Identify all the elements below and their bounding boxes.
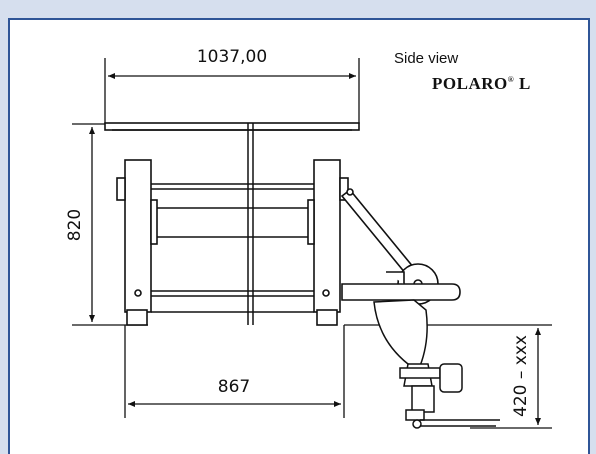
right-frame-post — [313, 159, 341, 313]
operating-column — [373, 299, 500, 429]
lever-mount — [386, 271, 405, 284]
left-bracket — [116, 177, 126, 201]
strut-pin — [346, 188, 354, 196]
column-base — [411, 385, 435, 413]
base-width-label: 867 — [218, 377, 250, 397]
product-name: POLARO® L — [432, 74, 531, 94]
left-frame-post — [124, 159, 152, 313]
left-wheel-bolt — [134, 289, 142, 297]
handle-height-label: 420 – xxx — [511, 335, 531, 417]
view-caption: Side view — [394, 50, 459, 67]
handle-lever — [341, 283, 461, 301]
machine-body — [104, 122, 360, 326]
column-foot — [405, 409, 425, 421]
right-foot — [316, 309, 338, 326]
tilt-strut — [340, 188, 416, 276]
right-wheel-bolt — [322, 289, 330, 297]
brand-suffix: L — [518, 74, 531, 93]
right-hub — [307, 199, 315, 245]
top-width-label: 1037,00 — [197, 47, 267, 67]
caster — [412, 419, 422, 429]
brand-name: POLARO — [432, 74, 508, 93]
height-label: 820 — [65, 209, 85, 241]
tub-rim — [104, 122, 360, 131]
tilt-arm — [340, 188, 461, 305]
left-foot — [126, 309, 148, 326]
control-head — [399, 367, 441, 379]
registered-mark: ® — [507, 75, 515, 84]
column-upper — [373, 299, 428, 367]
left-hub — [150, 199, 158, 245]
motor-housing — [439, 363, 463, 393]
